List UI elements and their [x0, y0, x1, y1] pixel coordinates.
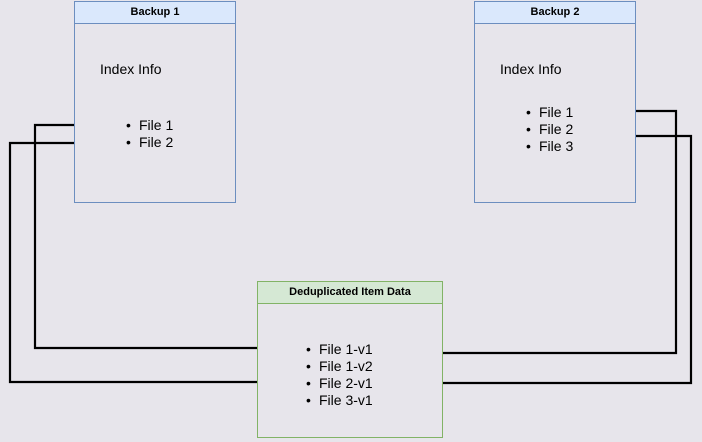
backup-1-header: Backup 1	[75, 2, 235, 24]
list-item[interactable]: File 1	[526, 104, 573, 121]
deduplicated-item-data-header: Deduplicated Item Data	[258, 282, 442, 304]
backup-2-header: Backup 2	[475, 2, 635, 24]
backup-2-index-label: Index Info	[500, 61, 562, 77]
backup-1-index-label: Index Info	[100, 61, 162, 77]
backup-1-file-list: File 1 File 2	[126, 117, 173, 151]
list-item[interactable]: File 1	[126, 117, 173, 134]
list-item[interactable]: File 3-v1	[306, 392, 373, 409]
list-item[interactable]: File 1-v2	[306, 358, 373, 375]
backup-2-body: Index Info File 1 File 2 File 3	[475, 24, 635, 202]
backup-1-box[interactable]: Backup 1 Index Info File 1 File 2	[74, 1, 236, 203]
list-item[interactable]: File 2	[126, 134, 173, 151]
list-item[interactable]: File 2	[526, 121, 573, 138]
backup-2-file-list: File 1 File 2 File 3	[526, 104, 573, 155]
deduplicated-item-list: File 1-v1 File 1-v2 File 2-v1 File 3-v1	[306, 341, 373, 409]
backup-2-box[interactable]: Backup 2 Index Info File 1 File 2 File 3	[474, 1, 636, 203]
deduplicated-item-data-box[interactable]: Deduplicated Item Data File 1-v1 File 1-…	[257, 281, 443, 438]
deduplicated-item-data-body: File 1-v1 File 1-v2 File 2-v1 File 3-v1	[258, 304, 442, 437]
list-item[interactable]: File 3	[526, 138, 573, 155]
backup-1-body: Index Info File 1 File 2	[75, 24, 235, 202]
list-item[interactable]: File 2-v1	[306, 375, 373, 392]
list-item[interactable]: File 1-v1	[306, 341, 373, 358]
